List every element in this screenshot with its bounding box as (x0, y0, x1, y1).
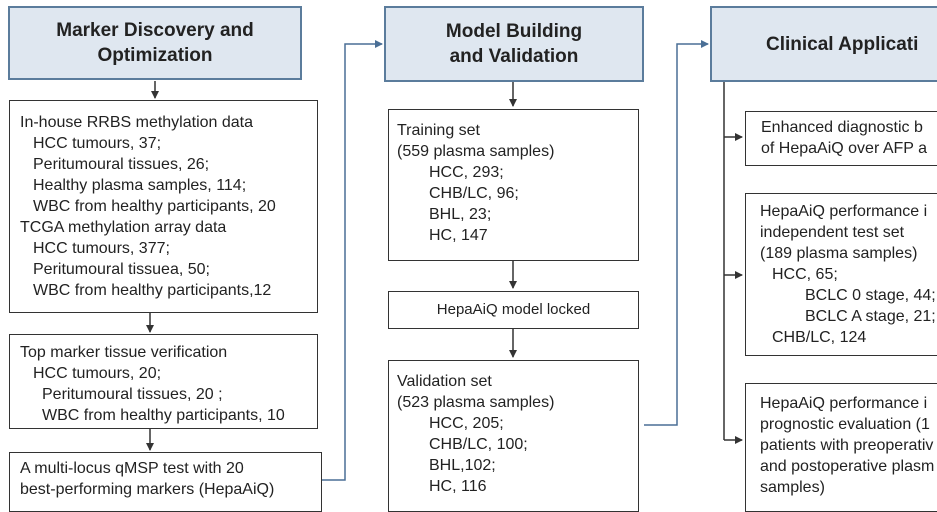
arrow-col2-to-col3 (644, 40, 709, 426)
box-line: HC, 147 (429, 227, 488, 244)
arrow-col1-to-col2 (322, 40, 383, 481)
model-locked-box: HepaAiQ model locked (388, 291, 639, 329)
box-line: independent test set (760, 224, 905, 241)
rrbs-data-box: In-house RRBS methylation data HCC tumou… (9, 100, 318, 313)
box-line: Enhanced diagnostic b (761, 119, 923, 136)
box-line: (523 plasma samples) (397, 394, 555, 411)
box-line: samples) (760, 479, 825, 496)
box-line: CHB/LC, 100; (429, 436, 528, 453)
box-line: CHB/LC, 96; (429, 185, 519, 202)
box-line: of HepaAiQ over AFP a (761, 140, 928, 157)
box-line: (559 plasma samples) (397, 143, 555, 160)
box-line: prognostic evaluation (1 (760, 416, 930, 433)
box-line: HCC, 293; (429, 164, 504, 181)
box-line: BHL, 23; (429, 206, 492, 223)
box-line: Top marker tissue verification (20, 344, 228, 361)
box-line: HCC tumours, 37; (33, 135, 162, 152)
box-line: CHB/LC, 124 (772, 329, 867, 346)
header-line: Model Building (445, 21, 583, 42)
box-line: HCC, 205; (429, 415, 504, 432)
independent-test-box: HepaAiQ performance i independent test s… (745, 193, 937, 356)
header-line: and Validation (449, 46, 579, 67)
box-line: Healthy plasma samples, 114; (33, 177, 247, 194)
box-line: HCC tumours, 20; (33, 365, 162, 382)
box-line: HCC, 65; (772, 266, 838, 283)
box-line: Training set (397, 122, 480, 139)
box-line: HC, 116 (429, 478, 487, 495)
training-set-box: Training set (559 plasma samples) HCC, 2… (388, 109, 639, 261)
box-line: HepaAiQ model locked (436, 301, 591, 318)
header-line: Optimization (97, 45, 213, 66)
box-line: best-performing markers (HepaAiQ) (20, 481, 275, 498)
header-line: Marker Discovery and (56, 20, 254, 41)
box-line: and postoperative plasm (760, 458, 935, 475)
tissue-verification-box: Top marker tissue verification HCC tumou… (9, 334, 318, 429)
box-line: HCC tumours, 377; (33, 240, 170, 257)
box-line: Peritumoural tissues, 26; (33, 156, 210, 173)
header-model-building: Model Building and Validation (384, 6, 644, 82)
box-line: TCGA methylation array data (20, 219, 227, 236)
box-line: Peritumoural tissuea, 50; (33, 261, 210, 278)
box-line: WBC from healthy participants, 20 (33, 198, 276, 215)
header-marker-discovery: Marker Discovery and Optimization (8, 6, 302, 80)
box-line: BHL,102; (429, 457, 496, 474)
box-line: HepaAiQ performance i (760, 203, 928, 220)
box-line: Validation set (397, 373, 492, 390)
box-line: Peritumoural tissues, 20 ; (42, 386, 223, 403)
diagnostic-benefit-box: Enhanced diagnostic b of HepaAiQ over AF… (745, 111, 937, 166)
header-clinical-application: Clinical Applicati (710, 6, 937, 82)
box-line: BCLC 0 stage, 44; (805, 287, 936, 304)
header-line: Clinical Applicati (766, 33, 919, 55)
box-line: patients with preoperativ (760, 437, 934, 454)
validation-set-box: Validation set (523 plasma samples) HCC,… (388, 360, 639, 512)
prognostic-evaluation-box: HepaAiQ performance i prognostic evaluat… (745, 383, 937, 512)
box-line: A multi-locus qMSP test with 20 (20, 460, 244, 477)
box-line: WBC from healthy participants,12 (33, 282, 272, 299)
box-line: BCLC A stage, 21; (805, 308, 936, 325)
qmsp-test-box: A multi-locus qMSP test with 20 best-per… (9, 452, 322, 512)
box-line: WBC from healthy participants, 10 (42, 407, 285, 424)
box-line: HepaAiQ performance i (760, 395, 928, 412)
box-line: (189 plasma samples) (760, 245, 918, 262)
box-line: In-house RRBS methylation data (20, 114, 254, 131)
